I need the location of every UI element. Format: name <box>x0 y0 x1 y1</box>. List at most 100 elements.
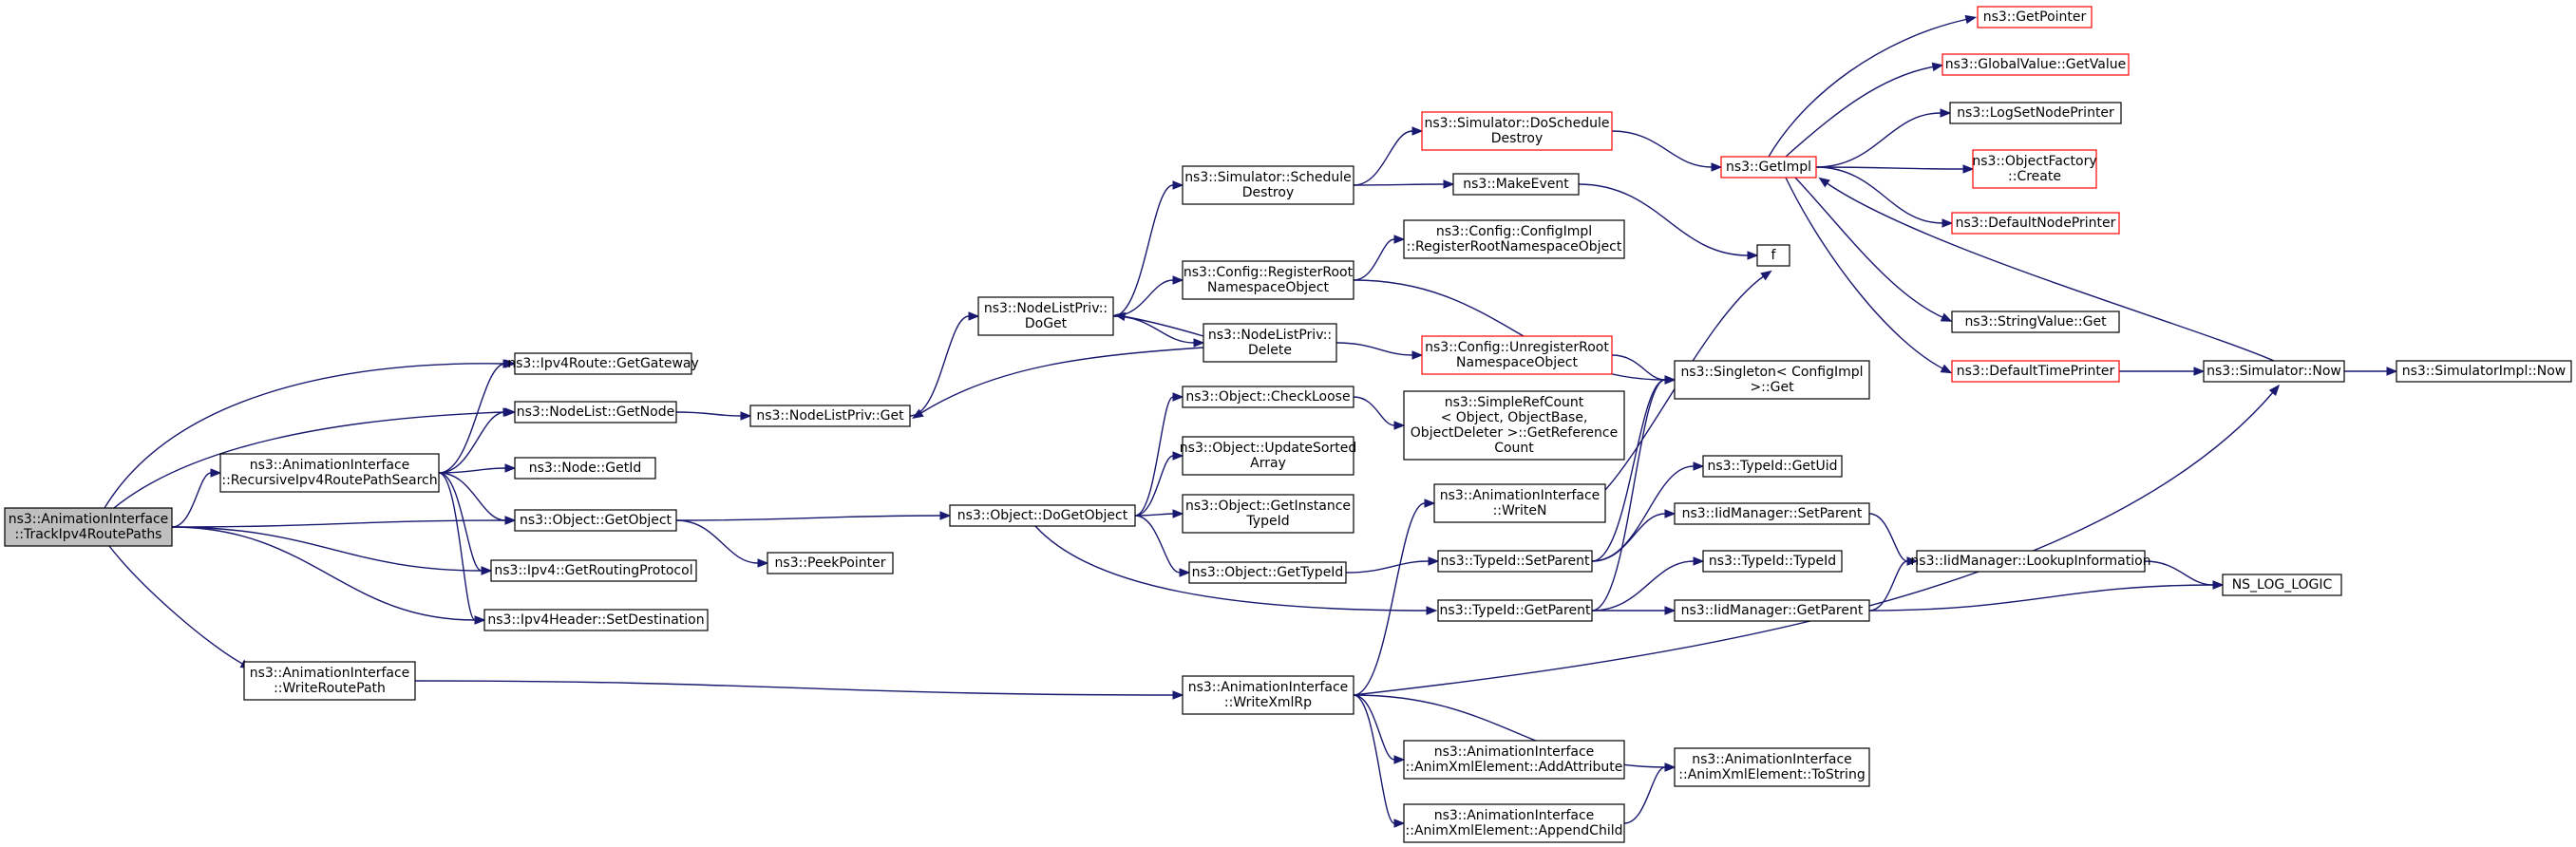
node-defnodeprinter[interactable]: ns3::DefaultNodePrinter <box>1951 212 2120 235</box>
node-iidgetparent[interactable]: ns3::IidManager::GetParent <box>1674 599 1870 622</box>
node-cfgunreg[interactable]: ns3::Config::UnregisterRootNamespaceObje… <box>1421 335 1613 375</box>
node-label: ObjectDeleter >::GetReference <box>1411 425 1618 441</box>
node-label: ns3::GetPointer <box>1983 9 2087 25</box>
node-label: ns3::TypeId::GetParent <box>1440 603 1591 618</box>
node-writen[interactable]: ns3::AnimationInterface::WriteN <box>1433 483 1606 523</box>
node-getgateway[interactable]: ns3::Ipv4Route::GetGateway <box>507 352 699 375</box>
node-getpointer[interactable]: ns3::GetPointer <box>1977 6 2093 28</box>
node-simplerefcount[interactable]: ns3::SimpleRefCount< Object, ObjectBase,… <box>1403 390 1625 461</box>
call-edge-trackipv4-to-getnode <box>113 411 506 509</box>
node-label: ns3::ObjectFactory <box>1972 154 2096 169</box>
node-cfgimplreg[interactable]: ns3::Config::ConfigImpl::RegisterRootNam… <box>1403 219 1625 259</box>
node-label: ns3::TypeId::SetParent <box>1441 554 1590 569</box>
node-appendchild[interactable]: ns3::AnimationInterface::AnimXmlElement:… <box>1403 803 1625 843</box>
node-label: ns3::Config::RegisterRoot <box>1184 265 1354 280</box>
node-f[interactable]: f <box>1756 244 1790 267</box>
node-getobject[interactable]: ns3::Object::GetObject <box>514 509 677 532</box>
node-objfactory[interactable]: ns3::ObjectFactory::Create <box>1972 149 2097 189</box>
node-label: ns3::Simulator::Schedule <box>1184 170 1352 185</box>
node-box <box>1977 6 2093 28</box>
node-cfgregroot[interactable]: ns3::Config::RegisterRootNamespaceObject <box>1182 260 1354 300</box>
node-box <box>949 504 1136 527</box>
node-getimpl[interactable]: ns3::GetImpl <box>1720 156 1817 179</box>
node-label: ns3::IidManager::SetParent <box>1682 506 1863 521</box>
node-box <box>1403 803 1625 843</box>
node-label: ns3::MakeEvent <box>1463 177 1569 192</box>
node-label: ns3::GetImpl <box>1726 160 1811 175</box>
node-getnode[interactable]: ns3::NodeList::GetNode <box>514 401 677 424</box>
node-recursive[interactable]: ns3::AnimationInterface::RecursiveIpv4Ro… <box>219 453 440 493</box>
node-nslog[interactable]: NS_LOG_LOGIC <box>2222 574 2342 596</box>
node-label: ns3::Node::GetId <box>529 461 641 476</box>
call-edge-writexmlrp-to-appendchild <box>1353 694 1395 824</box>
arrowhead-icon <box>1428 556 1440 566</box>
arrowhead-icon <box>1172 509 1184 518</box>
node-label: Count <box>1494 441 1534 456</box>
node-singleton[interactable]: ns3::Singleton< ConfigImpl >::Get <box>1674 360 1870 400</box>
node-stringvalue[interactable]: ns3::StringValue::Get <box>1951 311 2120 333</box>
node-label: ns3::GlobalValue::GetValue <box>1945 57 2126 72</box>
call-edge-nlpdelete-to-nlpdoget <box>1122 315 1204 337</box>
node-tostring[interactable]: ns3::AnimationInterface::AnimXmlElement:… <box>1674 747 1870 787</box>
node-label: DoGet <box>1025 316 1068 331</box>
call-edge-getimpl-to-stringvalue <box>1794 177 1945 319</box>
node-peekpointer[interactable]: ns3::PeekPointer <box>767 552 894 574</box>
arrowhead-icon <box>912 408 924 420</box>
node-writeroutepath[interactable]: ns3::AnimationInterface::WriteRoutePath <box>243 661 416 701</box>
arrowhead-icon <box>1664 606 1676 615</box>
call-edge-getimpl-to-lognodeprinter <box>1815 112 1941 168</box>
node-box <box>514 457 656 480</box>
node-makeevent[interactable]: ns3::MakeEvent <box>1452 173 1580 196</box>
node-setdest[interactable]: ns3::Ipv4Header::SetDestination <box>483 609 709 631</box>
node-addattr[interactable]: ns3::AnimationInterface::AnimXmlElement:… <box>1403 740 1625 780</box>
node-box <box>1674 599 1870 622</box>
node-typeidgetuid[interactable]: ns3::TypeId::GetUid <box>1702 455 1843 478</box>
node-deftimeprinter[interactable]: ns3::DefaultTimePrinter <box>1951 360 2120 383</box>
arrowhead-icon <box>1940 312 1953 322</box>
node-box <box>2222 574 2342 596</box>
node-label: ns3::SimpleRefCount <box>1445 395 1584 410</box>
node-label: ns3::Ipv4Header::SetDestination <box>487 612 704 628</box>
arrowhead-icon <box>1393 755 1406 764</box>
node-simimplnow[interactable]: ns3::SimulatorImpl::Now <box>2396 360 2572 383</box>
call-edge-cfgregroot-to-cfgimplreg <box>1353 238 1395 281</box>
node-nlpdelete[interactable]: ns3::NodeListPriv::Delete <box>1203 323 1337 363</box>
node-label: ::WriteN <box>1493 503 1547 518</box>
node-typeidgetparent[interactable]: ns3::TypeId::GetParent <box>1437 599 1593 622</box>
arrowhead-icon <box>2212 580 2225 590</box>
node-lognodeprinter[interactable]: ns3::LogSetNodePrinter <box>1949 102 2122 124</box>
node-typeidtypeid[interactable]: ns3::TypeId::TypeId <box>1702 550 1843 573</box>
node-objgettypeid[interactable]: ns3::Object::GetTypeId <box>1188 561 1347 584</box>
node-label: ns3::NodeList::GetNode <box>517 405 674 420</box>
node-box <box>4 507 173 547</box>
node-writexmlrp[interactable]: ns3::AnimationInterface::WriteXmlRp <box>1182 675 1354 715</box>
arrowhead-icon <box>1964 14 1978 25</box>
node-nlpget[interactable]: ns3::NodeListPriv::Get <box>749 405 911 427</box>
node-label: ::WriteRoutePath <box>274 681 386 696</box>
node-simnow[interactable]: ns3::Simulator::Now <box>2203 360 2345 383</box>
node-label: ns3::Config::UnregisterRoot <box>1425 340 1609 355</box>
node-nlpdoget[interactable]: ns3::NodeListPriv::DoGet <box>977 296 1114 336</box>
node-iidsetparent[interactable]: ns3::IidManager::SetParent <box>1674 502 1870 525</box>
node-typeidsetparent[interactable]: ns3::TypeId::SetParent <box>1437 550 1593 573</box>
node-label: ns3::IidManager::LookupInformation <box>1910 554 2150 569</box>
node-label: ns3::AnimationInterface <box>250 666 410 681</box>
call-edge-trackipv4-to-getrouting <box>171 526 483 572</box>
node-dogetobject[interactable]: ns3::Object::DoGetObject <box>949 504 1136 527</box>
node-getrouting[interactable]: ns3::Ipv4::GetRoutingProtocol <box>490 559 697 582</box>
node-trackipv4[interactable]: ns3::AnimationInterface::TrackIpv4RouteP… <box>4 507 173 547</box>
node-checkloose[interactable]: ns3::Object::CheckLoose <box>1182 386 1354 408</box>
arrowhead-icon <box>1962 164 1975 174</box>
arrowhead-icon <box>504 463 517 473</box>
node-globalvalue[interactable]: ns3::GlobalValue::GetValue <box>1941 53 2130 76</box>
node-label: NamespaceObject <box>1207 280 1329 295</box>
call-edge-iidgetparent-to-iidlookup <box>1868 560 1908 612</box>
arrowhead-icon <box>1931 62 1944 72</box>
node-nodegetid[interactable]: ns3::Node::GetId <box>514 457 656 480</box>
node-label: ns3::Object::GetTypeId <box>1192 565 1344 580</box>
node-iidlookup[interactable]: ns3::IidManager::LookupInformation <box>1910 550 2151 573</box>
